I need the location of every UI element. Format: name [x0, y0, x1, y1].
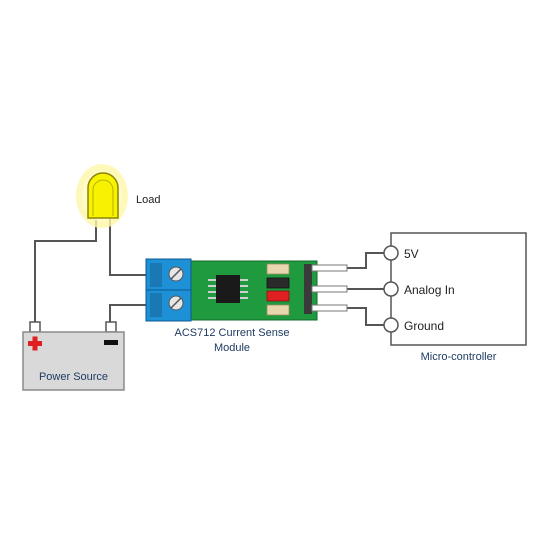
module-label-line1: ACS712 Current Sense [175, 327, 290, 339]
pin-ground-connector-icon [383, 317, 399, 333]
pcb-board [184, 260, 318, 321]
wire-ground [347, 307, 384, 326]
wires [34, 218, 384, 326]
wire-5v [347, 252, 384, 269]
minus-terminal-icon [104, 340, 118, 345]
component-resistor [266, 277, 290, 289]
pin-ground-label: Ground [404, 319, 444, 333]
power-source-label: Power Source [39, 371, 108, 383]
pin-header [304, 264, 312, 314]
ic-chip-icon [208, 275, 248, 303]
pin-analog-connector-icon [383, 281, 399, 297]
microcontroller-label: Micro-controller [421, 351, 497, 363]
screw-icon [168, 266, 184, 282]
light-bulb-icon [76, 164, 128, 228]
pin-analog-label: Analog In [404, 283, 455, 297]
header-pins [311, 264, 348, 312]
load-label: Load [136, 194, 160, 206]
acs712-module [145, 258, 348, 322]
pin-5v-connector-icon [383, 245, 399, 261]
pin-5v-label: 5V [404, 247, 419, 261]
wire-battery-minus-to-module [109, 304, 148, 322]
screw-icon [168, 295, 184, 311]
wire-load-to-module [109, 218, 148, 276]
component-led [266, 290, 290, 302]
component-capacitor [266, 263, 290, 275]
plus-terminal-icon [28, 336, 42, 351]
module-label-line2: Module [214, 342, 250, 354]
microcontroller-box [390, 232, 527, 346]
component-capacitor [266, 304, 290, 316]
pin-connectors [383, 245, 399, 333]
wire-load-to-battery-plus [34, 218, 97, 322]
